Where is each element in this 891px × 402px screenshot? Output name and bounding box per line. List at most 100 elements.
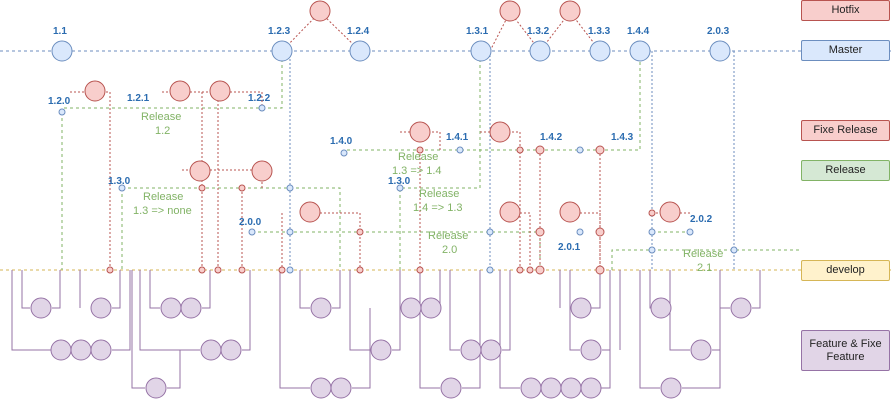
feature-commit [160,297,182,319]
release-label: 2.0 [442,244,457,256]
master-commit [529,40,551,62]
feature-commit [420,297,442,319]
feature-commit [180,297,202,319]
version-label: 2.0.2 [690,214,713,225]
feature-commit [440,377,462,399]
legend-hotfix: Hotfix [801,0,890,21]
version-labels: 1.1 1.2.3 1.2.4 1.3.1 1.3.2 1.3.3 1.4.4 … [48,26,730,253]
fix-release-commit [189,160,211,182]
version-label: 1.3.0 [388,176,411,187]
feature-commit [540,377,562,399]
version-label: 1.4.3 [611,132,634,143]
fix-release-commit [251,160,273,182]
legend-develop: develop [801,260,890,281]
version-label: 2.0.1 [558,242,581,253]
release-label: Release [143,191,183,203]
master-commit [51,40,73,62]
feature-commit [145,377,167,399]
version-label: 1.1 [53,26,67,37]
master-commit [271,40,293,62]
feature-commit [560,377,582,399]
master-commit [629,40,651,62]
legend-master: Master [801,40,890,61]
release-label: Release [683,248,723,260]
feature-commit [200,339,222,361]
version-label: 1.2.4 [347,26,370,37]
feature-commit [520,377,542,399]
feature-commit [30,297,52,319]
master-commit [709,40,731,62]
fix-release-commits [84,80,681,223]
fix-release-commit [84,80,106,102]
feature-commit [90,339,112,361]
fix-release-commit [209,80,231,102]
feature-commit [310,377,332,399]
junction-dots-blue [58,104,738,274]
release-label: 1.2 [155,125,170,137]
feature-commit [730,297,752,319]
version-label: 1.3.2 [527,26,550,37]
junction-dots-red [106,145,656,275]
fix-release-commit [489,121,511,143]
legend-fix-release: Fixe Release [801,120,890,141]
version-label: 1.3.1 [466,26,489,37]
master-commit [349,40,371,62]
feature-commit [90,297,112,319]
feature-commit [70,339,92,361]
master-commit [470,40,492,62]
release-label: Release [398,151,438,163]
version-label: 2.0.0 [239,217,262,228]
fix-release-commit [499,201,521,223]
feature-commit [660,377,682,399]
version-label: 2.0.3 [707,26,730,37]
master-commit [589,40,611,62]
feature-commit [480,339,502,361]
release-labels: Release 1.2 Release 1.3 => none Release … [133,111,723,274]
feature-commit [220,339,242,361]
feature-commits [30,297,752,399]
feature-commit [310,297,332,319]
version-label: 1.2.1 [127,93,150,104]
release-label: 1.4 => 1.3 [413,202,463,214]
fix-release-commit [169,80,191,102]
feature-commit [330,377,352,399]
fix-release-commit [299,201,321,223]
version-label: 1.4.1 [446,132,469,143]
version-label: 1.4.0 [330,136,353,147]
fix-release-commit [559,201,581,223]
feature-commit [50,339,72,361]
hotfix-commits [309,0,581,22]
feature-commit [650,297,672,319]
feature-commit [370,339,392,361]
fix-release-commit [409,121,431,143]
legend-feature: Feature & Fixe Feature [801,330,890,371]
feature-commit [460,339,482,361]
release-label: Release [141,111,181,123]
release-label: Release [419,188,459,200]
hotfix-commit [559,0,581,22]
feature-commit [580,377,602,399]
master-commits [51,40,731,62]
release-label: Release [428,230,468,242]
fix-release-commit [659,201,681,223]
release-label: 2.1 [697,262,712,274]
release-label: 1.3 => 1.4 [392,165,442,177]
feature-lines [11,270,761,389]
feature-commit [580,339,602,361]
feature-commit [690,339,712,361]
hotfix-commit [309,0,331,22]
feature-commit [400,297,422,319]
version-label: 1.3.3 [588,26,611,37]
feature-commit [570,297,592,319]
version-label: 1.4.4 [627,26,650,37]
release-label: 1.3 => none [133,205,192,217]
legend-release: Release [801,160,890,181]
hotfix-commit [499,0,521,22]
version-label: 1.4.2 [540,132,563,143]
version-label: 1.2.0 [48,96,71,107]
version-label: 1.2.2 [248,93,271,104]
version-label: 1.3.0 [108,176,131,187]
master-vertical-lines [289,51,735,270]
version-label: 1.2.3 [268,26,291,37]
